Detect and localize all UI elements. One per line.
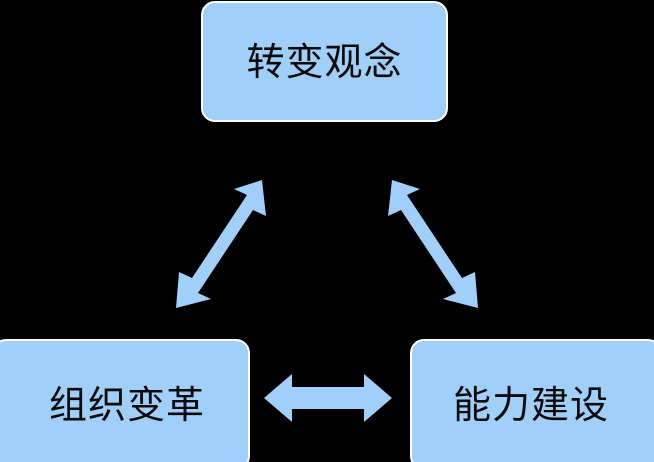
node-label-bottom-right: 能力建设 (452, 382, 609, 427)
double-arrow-horizontal-icon (264, 374, 392, 422)
node-label-bottom-left: 组织变革 (48, 382, 205, 427)
double-arrow-right-diagonal-icon (388, 180, 478, 308)
node-box-bottom-left[interactable]: 组织变革 (0, 339, 250, 462)
double-arrow-left-diagonal-icon (176, 180, 266, 308)
node-box-top[interactable]: 转变观念 (201, 1, 448, 122)
node-box-bottom-right[interactable]: 能力建设 (410, 339, 654, 462)
node-label-top: 转变观念 (246, 39, 403, 84)
